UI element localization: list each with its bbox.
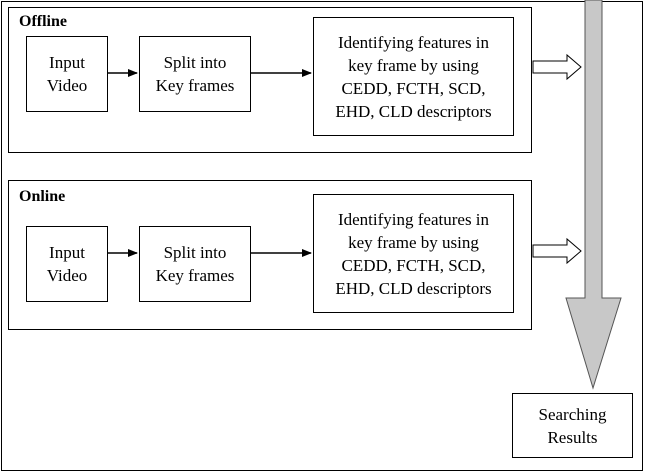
offline-features-line3: CEDD, FCTH, SCD, (341, 78, 486, 98)
online-features-line1: Identifying features in (337, 209, 490, 229)
offline-split-line1: Split into (163, 53, 227, 72)
result-line1: Searching (538, 404, 607, 424)
online-input-line1: Input (49, 243, 85, 262)
online-features-line3: CEDD, FCTH, SCD, (341, 255, 486, 275)
online-features-line2: key frame by using (348, 232, 479, 252)
offline-input-video-box: Input Video (26, 36, 108, 112)
offline-features-line1: Identifying features in (337, 32, 490, 52)
offline-features-box: Identifying features in key frame by usi… (313, 17, 514, 136)
offline-split-box: Split into Key frames (139, 36, 251, 112)
offline-input-line2: Video (46, 76, 88, 95)
searching-results-box: Searching Results (512, 393, 633, 458)
offline-panel: Offline Input Video Split into Key frame… (8, 7, 532, 153)
result-line2: Results (547, 427, 598, 447)
online-input-line2: Video (46, 266, 88, 285)
online-features-box: Identifying features in key frame by usi… (313, 194, 514, 313)
online-panel: Online Input Video Split into Key frames… (8, 180, 532, 330)
offline-input-line1: Input (49, 53, 85, 72)
online-hollow-arrow (532, 237, 582, 265)
big-down-arrow (565, 0, 622, 390)
offline-features-line4: EHD, CLD descriptors (335, 101, 492, 121)
offline-features-line2: key frame by using (348, 55, 479, 75)
online-split-line2: Key frames (155, 266, 235, 285)
offline-title: Offline (19, 13, 67, 30)
offline-hollow-arrow (532, 53, 582, 81)
online-title: Online (19, 188, 66, 205)
online-split-line1: Split into (163, 243, 227, 262)
online-features-line4: EHD, CLD descriptors (335, 278, 492, 298)
online-input-video-box: Input Video (26, 226, 108, 302)
offline-split-line2: Key frames (155, 76, 235, 95)
online-split-box: Split into Key frames (139, 226, 251, 302)
